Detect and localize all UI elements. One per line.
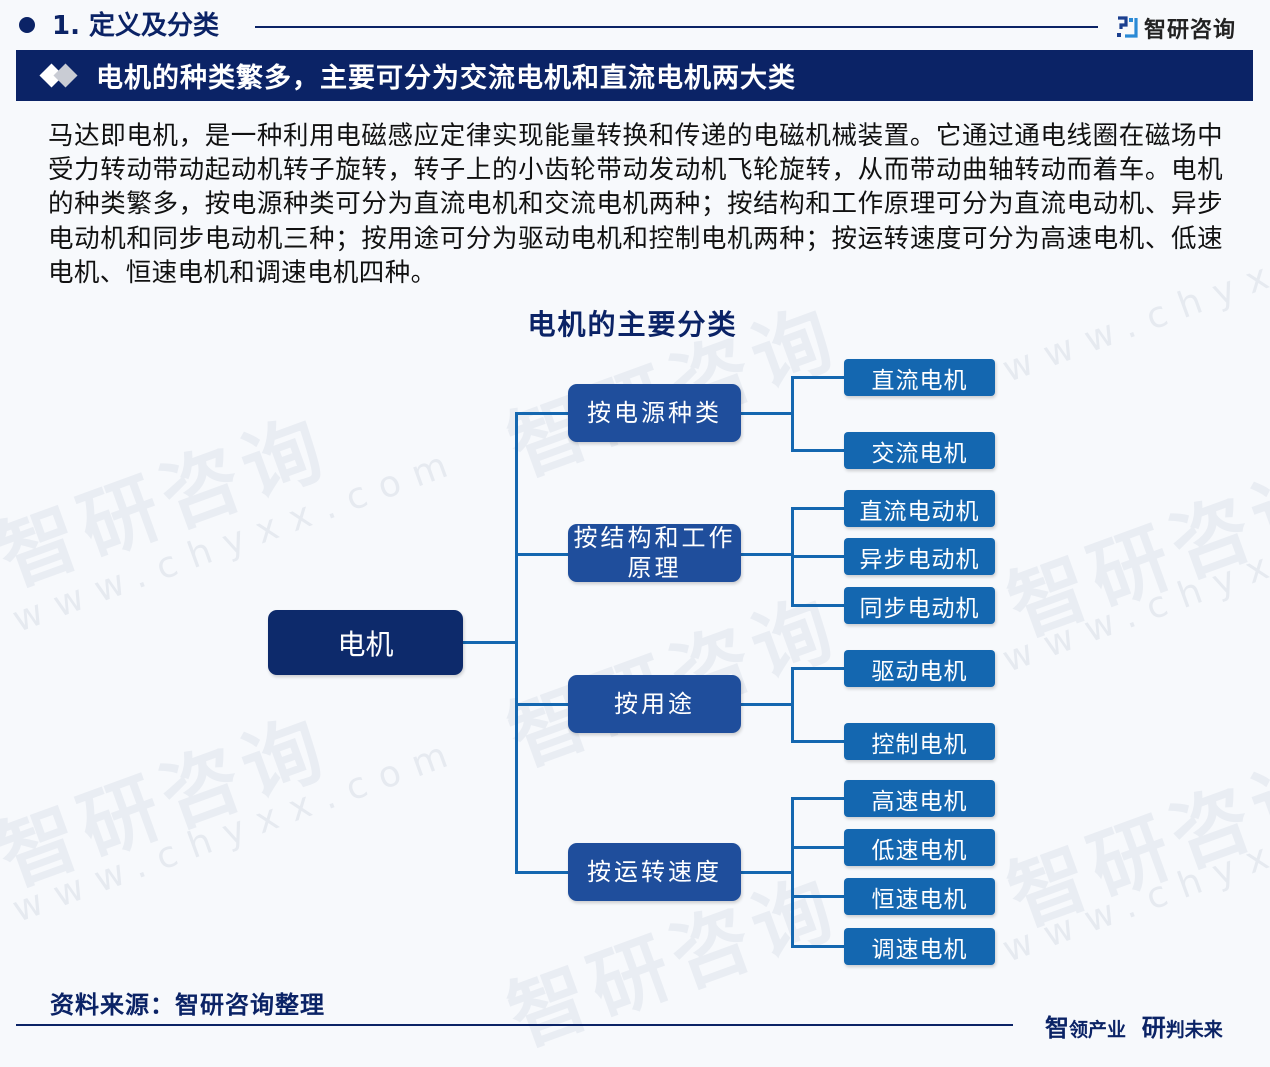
watermark-brand: 智研咨询 — [997, 451, 1270, 654]
watermark-brand: 智研咨询 — [0, 701, 342, 904]
brand-logo: 智研咨询 — [1116, 12, 1236, 44]
leaf-node: 高速电机 — [844, 780, 995, 817]
banner-title: 电机的种类繁多，主要可分为交流电机和直流电机两大类 — [96, 63, 796, 94]
leaf-node: 调速电机 — [844, 928, 995, 965]
leaf-node: 低速电机 — [844, 829, 995, 866]
leaf-node: 控制电机 — [844, 723, 995, 760]
diagram-title: 电机的主要分类 — [527, 308, 738, 341]
brand-logo-text: 智研咨询 — [1144, 18, 1237, 43]
header-divider — [255, 26, 1098, 28]
footer-divider — [16, 1024, 1013, 1026]
leaf-node: 异步电动机 — [844, 538, 995, 575]
watermark-brand: 智研咨询 — [997, 741, 1270, 944]
leaf-node: 交流电机 — [844, 432, 995, 469]
leaf-node: 直流电机 — [844, 359, 995, 396]
diagram-root-node: 电机 — [268, 610, 463, 675]
intro-paragraph: 马达即电机，是一种利用电磁感应定律实现能量转换和传递的电磁机械装置。它通过通电线… — [48, 121, 1223, 288]
watermark-url: www.chyxx.com — [997, 480, 1270, 681]
section-bullet-icon — [19, 17, 35, 33]
double-diamond-icon — [39, 61, 84, 91]
leaf-node: 恒速电机 — [844, 878, 995, 915]
source-note: 资料来源：智研咨询整理 — [50, 991, 325, 1019]
watermark-url: www.chyxx.com — [7, 730, 467, 931]
leaf-node: 驱动电机 — [844, 650, 995, 687]
category-node-structure-principle: 按结构和工作原理 — [568, 524, 741, 582]
category-node-power-source: 按电源种类 — [568, 384, 741, 442]
leaf-node: 直流电动机 — [844, 490, 995, 527]
title-banner: 电机的种类繁多，主要可分为交流电机和直流电机两大类 — [16, 50, 1253, 101]
leaf-node: 同步电动机 — [844, 587, 995, 624]
section-title: 1. 定义及分类 — [52, 11, 220, 41]
brand-logo-icon — [1116, 16, 1138, 40]
watermark-url: www.chyxx.com — [997, 770, 1270, 971]
category-node-speed: 按运转速度 — [568, 843, 741, 901]
category-node-usage: 按用途 — [568, 675, 741, 733]
footer-slogan: 智领产业 研判未来 — [1045, 1014, 1223, 1042]
watermark-brand: 智研咨询 — [0, 401, 342, 604]
